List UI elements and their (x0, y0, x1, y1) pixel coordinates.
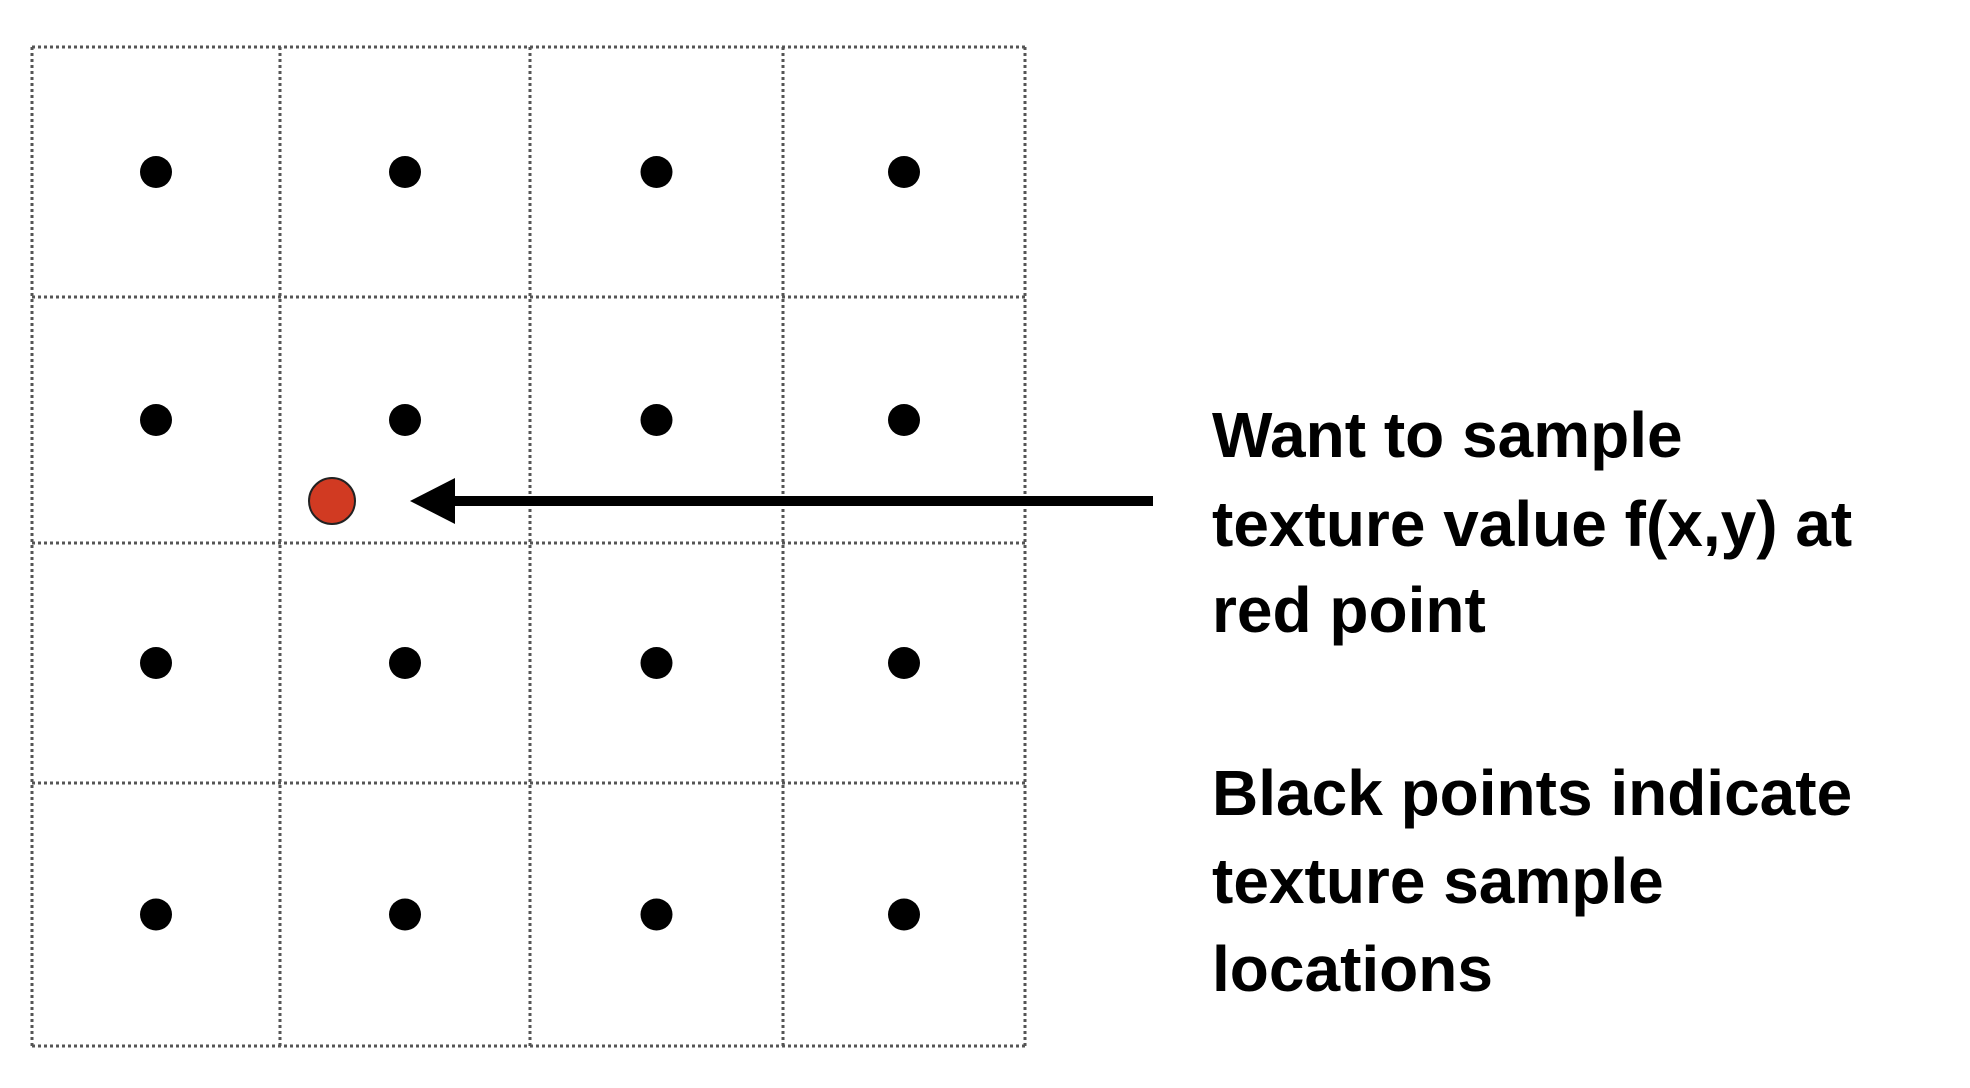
arrow (410, 478, 1153, 524)
texture-sample-point (888, 404, 920, 436)
texture-sample-point (389, 647, 421, 679)
texture-sample-point (140, 404, 172, 436)
query-red-point (308, 477, 356, 525)
texture-sample-point (640, 647, 673, 679)
annotation-line: texture sample (1212, 845, 1664, 917)
texture-sample-point (389, 404, 421, 436)
texture-sample-point (888, 647, 920, 679)
texture-sample-point (888, 898, 920, 931)
annotation-line: Want to sample (1212, 399, 1683, 471)
query-annotation: Want to sample texture value f(x,y) at r… (1212, 399, 1852, 646)
texture-sample-point (640, 156, 673, 188)
texture-grid (30, 45, 1027, 1048)
texture-sample-point (888, 156, 920, 188)
samples-annotation: Black points indicate texture sample loc… (1212, 757, 1852, 1005)
texture-sample-point (389, 898, 421, 931)
texture-sample-point (140, 156, 172, 188)
texture-sample-points (140, 156, 920, 931)
annotation-line: red point (1212, 574, 1486, 646)
texture-sample-point (140, 898, 172, 931)
texture-sample-point (640, 898, 673, 931)
annotation-line: Black points indicate (1212, 757, 1852, 829)
annotation-line: locations (1212, 933, 1493, 1005)
annotation-line: texture value f(x,y) at (1212, 488, 1852, 560)
texture-sample-point (140, 647, 172, 679)
texture-sample-point (389, 156, 421, 188)
texture-sample-point (640, 404, 673, 436)
arrow-head (410, 478, 455, 524)
